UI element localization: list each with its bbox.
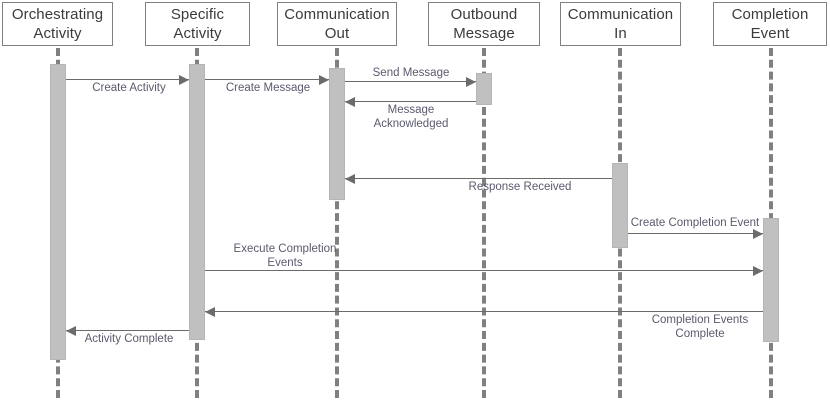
message-line-message-acknowledged (345, 101, 476, 102)
arrow-head-activity-complete (66, 326, 76, 336)
arrow-head-create-activity (179, 75, 189, 85)
participant-box-outbound-message[interactable]: Outbound Message (428, 2, 540, 46)
participant-box-communication-in[interactable]: Communication In (560, 2, 681, 46)
arrow-head-create-completion-event (753, 229, 763, 239)
message-label-create-message: Create Message (225, 82, 311, 94)
arrow-head-send-message (466, 77, 476, 87)
message-line-activity-complete (66, 330, 189, 331)
message-label-send-message: Send Message (372, 67, 450, 79)
participant-label-communication-out: Communication Out (284, 6, 390, 42)
arrow-head-execute-completion-events (753, 266, 763, 276)
activation-bar-orchestrating-activity (50, 64, 66, 360)
activation-bar-completion-event (763, 218, 779, 342)
message-line-execute-completion-events (205, 270, 763, 271)
participant-box-completion-event[interactable]: Completion Event (713, 2, 827, 46)
activation-bar-outbound-message (476, 73, 492, 105)
arrow-head-create-message (319, 75, 329, 85)
arrow-head-completion-events-complete (205, 307, 215, 317)
message-line-send-message (345, 81, 476, 82)
message-line-response-received (345, 178, 612, 179)
arrow-head-response-received (345, 174, 355, 184)
message-label-activity-complete: Activity Complete (84, 333, 174, 345)
participant-label-specific-activity: Specific Activity (170, 6, 225, 42)
activation-bar-communication-in (612, 163, 628, 248)
message-label-execute-completion-events: Execute Completion Events (233, 243, 337, 269)
participant-label-orchestrating-activity: Orchestrating Activity (11, 6, 104, 42)
participant-box-orchestrating-activity[interactable]: Orchestrating Activity (2, 2, 113, 46)
lifeline-outbound-message (482, 48, 486, 398)
message-label-completion-events-complete: Completion Events Complete (651, 314, 749, 340)
message-label-message-acknowledged: Message Acknowledged (373, 104, 449, 130)
message-label-create-activity: Create Activity (92, 82, 166, 94)
message-line-create-message (205, 79, 329, 80)
lifeline-communication-out (335, 48, 339, 398)
participant-label-communication-in: Communication In (567, 6, 674, 42)
message-line-completion-events-complete (205, 311, 763, 312)
participant-box-specific-activity[interactable]: Specific Activity (145, 2, 250, 46)
message-label-create-completion-event: Create Completion Event (630, 217, 760, 229)
message-label-response-received: Response Received (468, 181, 572, 193)
arrow-head-message-acknowledged (345, 97, 355, 107)
message-line-create-completion-event (628, 233, 763, 234)
participant-label-completion-event: Completion Event (731, 6, 809, 42)
message-line-create-activity (66, 79, 189, 80)
participant-label-outbound-message: Outbound Message (450, 6, 518, 42)
activation-bar-specific-activity (189, 64, 205, 340)
activation-bar-communication-out (329, 68, 345, 200)
participant-box-communication-out[interactable]: Communication Out (277, 2, 397, 46)
